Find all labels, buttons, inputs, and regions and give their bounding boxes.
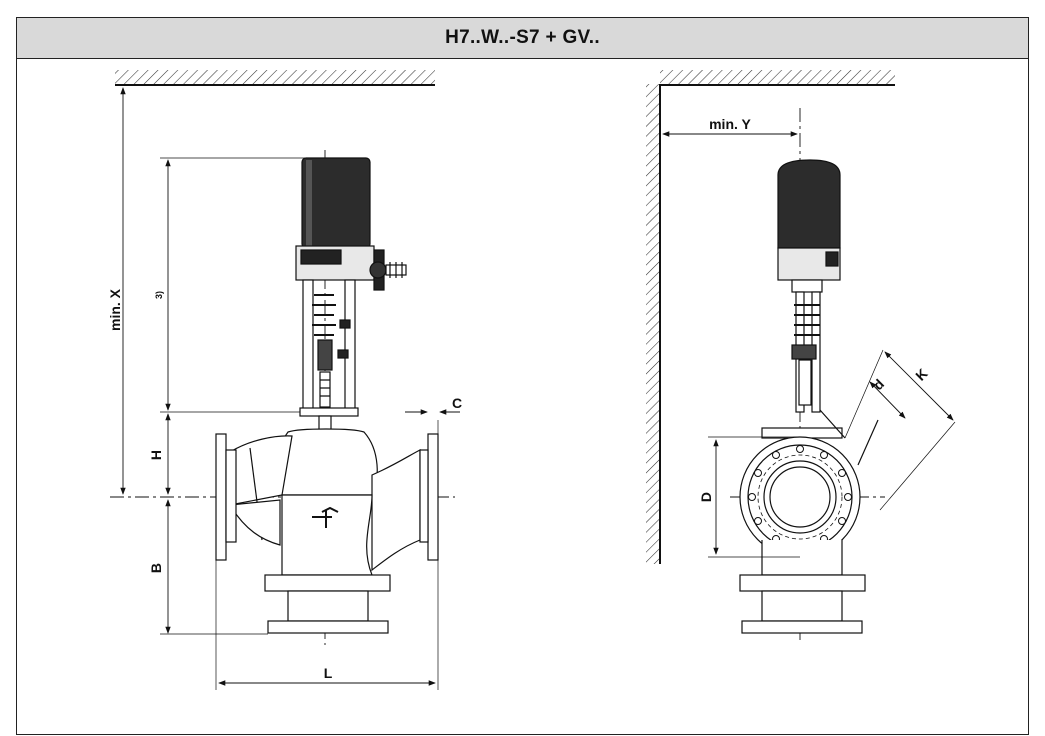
actuator-left xyxy=(295,157,407,433)
title-bar: H7..W..-S7 + GV.. xyxy=(17,18,1028,59)
dim-min-y-label: min. Y xyxy=(709,116,751,132)
dim-note-label: 3) xyxy=(154,291,164,299)
dim-min-x-label: min. X xyxy=(107,288,123,331)
dim-d-label: D xyxy=(698,492,714,502)
dim-k-line xyxy=(884,351,954,421)
wall-line-right xyxy=(659,84,895,564)
dim-d-small-line xyxy=(869,381,906,419)
drawing-frame: H7..W..-S7 + GV.. xyxy=(16,17,1029,735)
dim-b-label: B xyxy=(148,563,164,573)
actuator-right xyxy=(777,159,841,413)
dim-l-label: L xyxy=(324,665,333,681)
right-view xyxy=(646,70,956,640)
dim-h-label: H xyxy=(148,450,164,460)
ceiling-hatch-right xyxy=(660,70,895,84)
left-view xyxy=(110,70,460,690)
dim-d-small-label: d xyxy=(870,376,887,393)
wall-hatch-right xyxy=(646,84,660,564)
valve-body-left xyxy=(215,428,439,634)
page-title: H7..W..-S7 + GV.. xyxy=(445,27,600,48)
dim-c-label: C xyxy=(452,395,462,411)
valve-front-right xyxy=(739,409,879,634)
dim-k-label: K xyxy=(912,365,930,383)
ceiling-hatch-left xyxy=(115,70,435,84)
